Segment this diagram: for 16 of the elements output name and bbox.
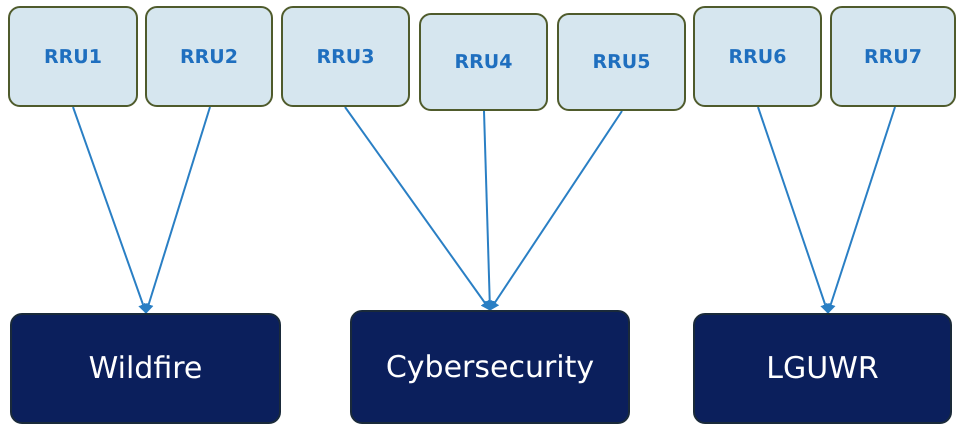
unit-box: RRU4 <box>419 13 548 111</box>
unit-box: RRU3 <box>281 6 410 107</box>
arrow <box>757 106 830 314</box>
arrow <box>826 106 896 314</box>
arrow <box>72 106 148 314</box>
arrow <box>489 110 623 311</box>
unit-box: RRU1 <box>8 6 138 107</box>
arrow <box>344 106 491 311</box>
unit-box: RRU6 <box>693 6 822 107</box>
topic-box: Cybersecurity <box>350 310 630 424</box>
unit-box: RRU2 <box>145 6 273 107</box>
arrow <box>144 106 211 314</box>
unit-box: RRU5 <box>557 13 686 111</box>
topic-box: LGUWR <box>693 313 952 424</box>
unit-box: RRU7 <box>830 6 956 107</box>
topic-box: Wildfire <box>10 313 281 424</box>
